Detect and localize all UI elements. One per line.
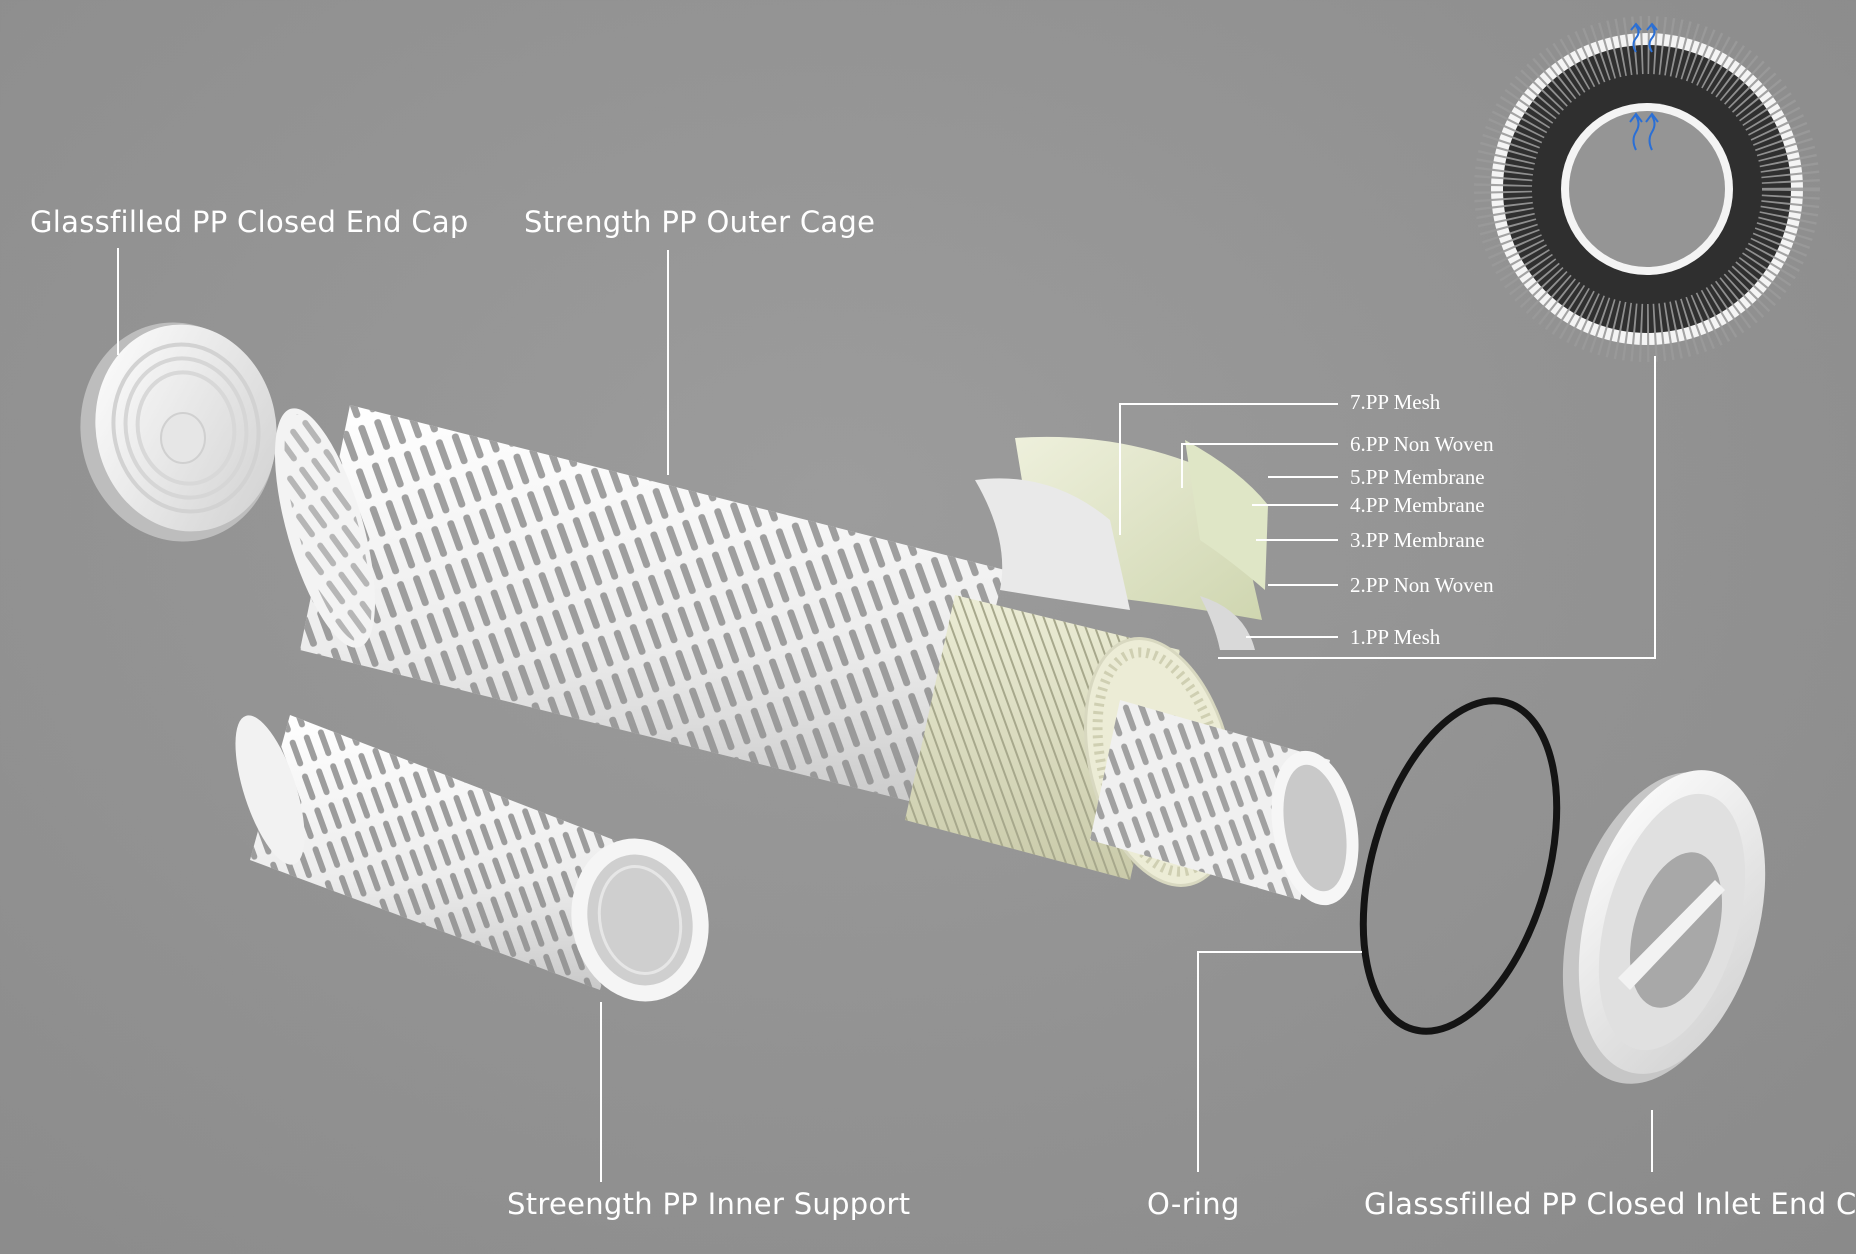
layer-label-7: 7.PP Mesh <box>1350 390 1441 414</box>
label-closed-end-cap: Glassfilled PP Closed End Cap <box>30 205 469 239</box>
filter-layer-sheets <box>975 436 1268 650</box>
label-outer-cage: Strength PP Outer Cage <box>524 205 876 239</box>
o-ring <box>1359 697 1561 1035</box>
layer-label-2: 2.PP Non Woven <box>1350 573 1494 597</box>
leader-lines <box>117 248 1656 1182</box>
flow-arrow-icon <box>1629 22 1659 151</box>
layer-label-6: 6.PP Non Woven <box>1350 432 1494 456</box>
layer-label-4: 4.PP Membrane <box>1350 493 1485 517</box>
leader-layer-6 <box>1181 443 1338 488</box>
inlet-end-cap <box>1562 770 1766 1084</box>
closed-end-cap <box>80 322 277 542</box>
outer-cage <box>274 405 1005 810</box>
label-inner-support: Streength PP Inner Support <box>507 1187 911 1221</box>
layer-label-1: 1.PP Mesh <box>1350 625 1441 649</box>
label-inlet-end-cap: Glasssfilled PP Closed Inlet End Cap <box>1364 1187 1856 1221</box>
layer-label-3: 3.PP Membrane <box>1350 528 1485 552</box>
cross-section-inset <box>1474 16 1820 362</box>
inner-core-end <box>1090 700 1359 906</box>
label-o-ring: O-ring <box>1147 1187 1240 1221</box>
leader-o-ring <box>1197 951 1362 1172</box>
layer-label-5: 5.PP Membrane <box>1350 465 1485 489</box>
leader-layer-7 <box>1119 403 1338 535</box>
leader-cross-section <box>1218 356 1656 659</box>
inner-support <box>235 715 709 1002</box>
